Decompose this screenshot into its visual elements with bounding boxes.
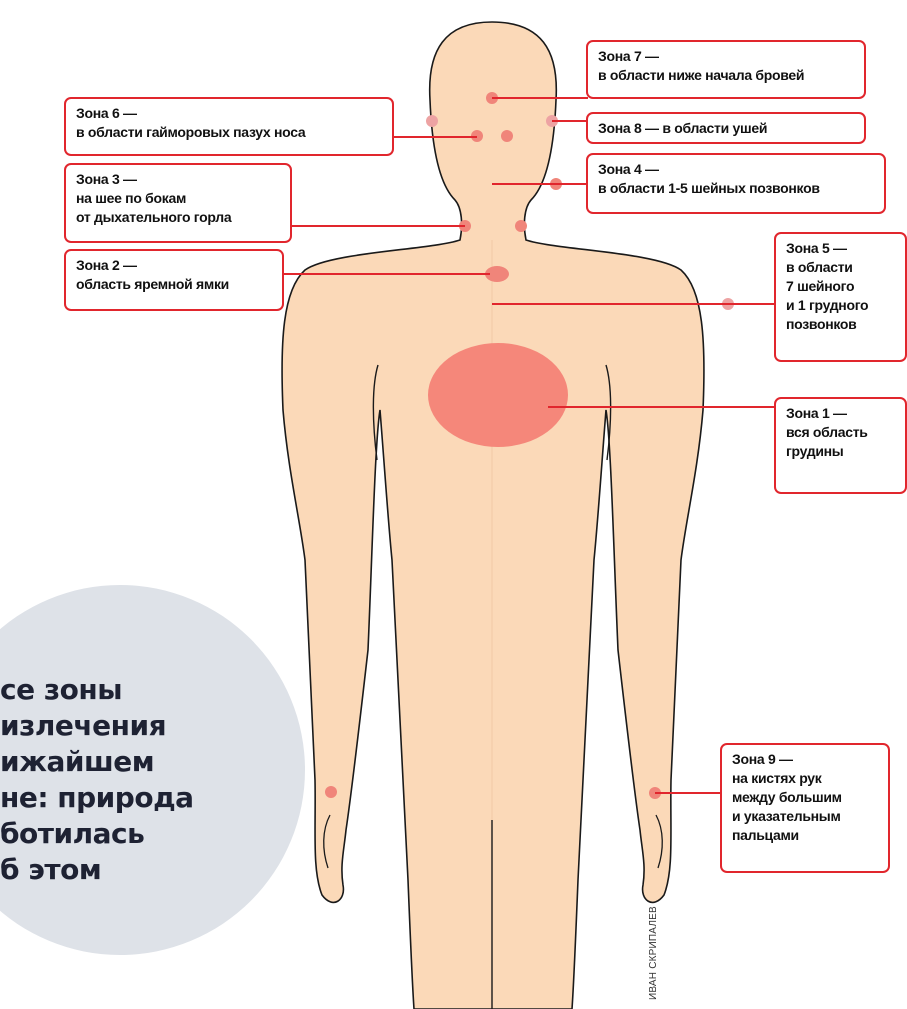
- zone1-chest-area: [428, 343, 568, 447]
- zone6-label: Зона 6 — в области гайморовых пазух носа: [64, 97, 394, 156]
- illustrator-credit: ИВАН СКРИПАЛЕВ: [648, 906, 659, 1000]
- zone9-hand-dot-left: [325, 786, 337, 798]
- zone7-label: Зона 7 — в области ниже начала бровей: [586, 40, 866, 99]
- zone1-label: Зона 1 — вся область грудины: [774, 397, 907, 494]
- zone5-label: Зона 5 — в области 7 шейного и 1 грудног…: [774, 232, 907, 362]
- zone2-label: Зона 2 — область яремной ямки: [64, 249, 284, 311]
- zone9-label: Зона 9 — на кистях рук между большим и у…: [720, 743, 890, 873]
- zone4-label: Зона 4 — в области 1-5 шейных позвонков: [586, 153, 886, 214]
- zone3-neck-dot-right: [515, 220, 527, 232]
- quote-text: се зоны излечения ижайшем не: природа бо…: [0, 672, 300, 888]
- zone3-label: Зона 3 — на шее по бокам от дыхательного…: [64, 163, 292, 243]
- zone8-label: Зона 8 — в области ушей: [586, 112, 866, 144]
- zone6-sinus-dot-right: [501, 130, 513, 142]
- zone6-ear-dot-outside: [426, 115, 438, 127]
